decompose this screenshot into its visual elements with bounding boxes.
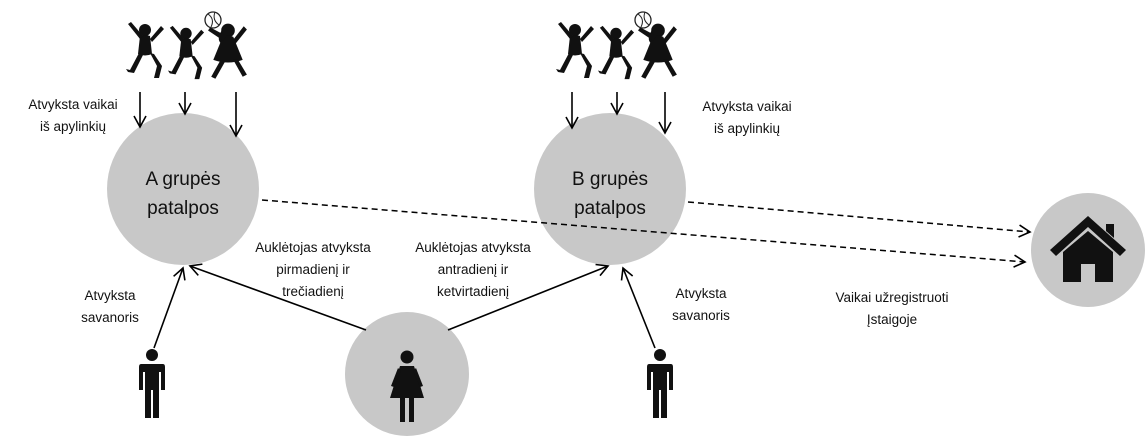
man-icon (139, 349, 165, 418)
children-group-right (556, 11, 677, 80)
kids-right-line1: Atvyksta vaikai (702, 99, 791, 114)
man-icon (647, 349, 673, 418)
ball-icon (634, 11, 652, 29)
room-b-line1: B grupės (572, 169, 648, 190)
teacher-a-line2: pirmadienį ir (276, 262, 350, 277)
teacher-b-line3: ketvirtadienį (437, 284, 509, 299)
teacher-a-line3: trečiadienį (282, 284, 344, 299)
volunteer-left-line2: savanoris (81, 310, 139, 325)
teacher-b-line2: antradienį ir (438, 262, 509, 277)
kids-right-line2: iš apylinkių (714, 121, 780, 136)
dashed-arrows (261, 199, 1032, 268)
kids-left-line2: iš apylinkių (40, 119, 106, 134)
registered-line1: Vaikai užregistruoti (835, 290, 948, 305)
children-group-left (126, 11, 247, 80)
children-arrows (133, 92, 672, 138)
people-arrows (153, 263, 656, 349)
registered-line2: Įstaigoje (867, 312, 917, 327)
room-b-circle (534, 113, 686, 265)
room-a-line1: A grupės (146, 169, 221, 190)
dancing-children-icon (556, 22, 677, 80)
teacher-a-line1: Auklėtojas atvyksta (255, 240, 371, 255)
volunteer-left-line1: Atvyksta (84, 288, 136, 303)
room-a-circle (107, 113, 259, 265)
teacher-b-line1: Auklėtojas atvyksta (415, 240, 531, 255)
room-a-line2: patalpos (147, 198, 219, 219)
volunteer-right-line1: Atvyksta (675, 286, 727, 301)
room-b-line2: patalpos (574, 198, 646, 219)
ball-icon (204, 11, 222, 29)
kids-left-line1: Atvyksta vaikai (28, 97, 117, 112)
dancing-children-icon (126, 22, 247, 80)
volunteer-right-line2: savanoris (672, 308, 730, 323)
